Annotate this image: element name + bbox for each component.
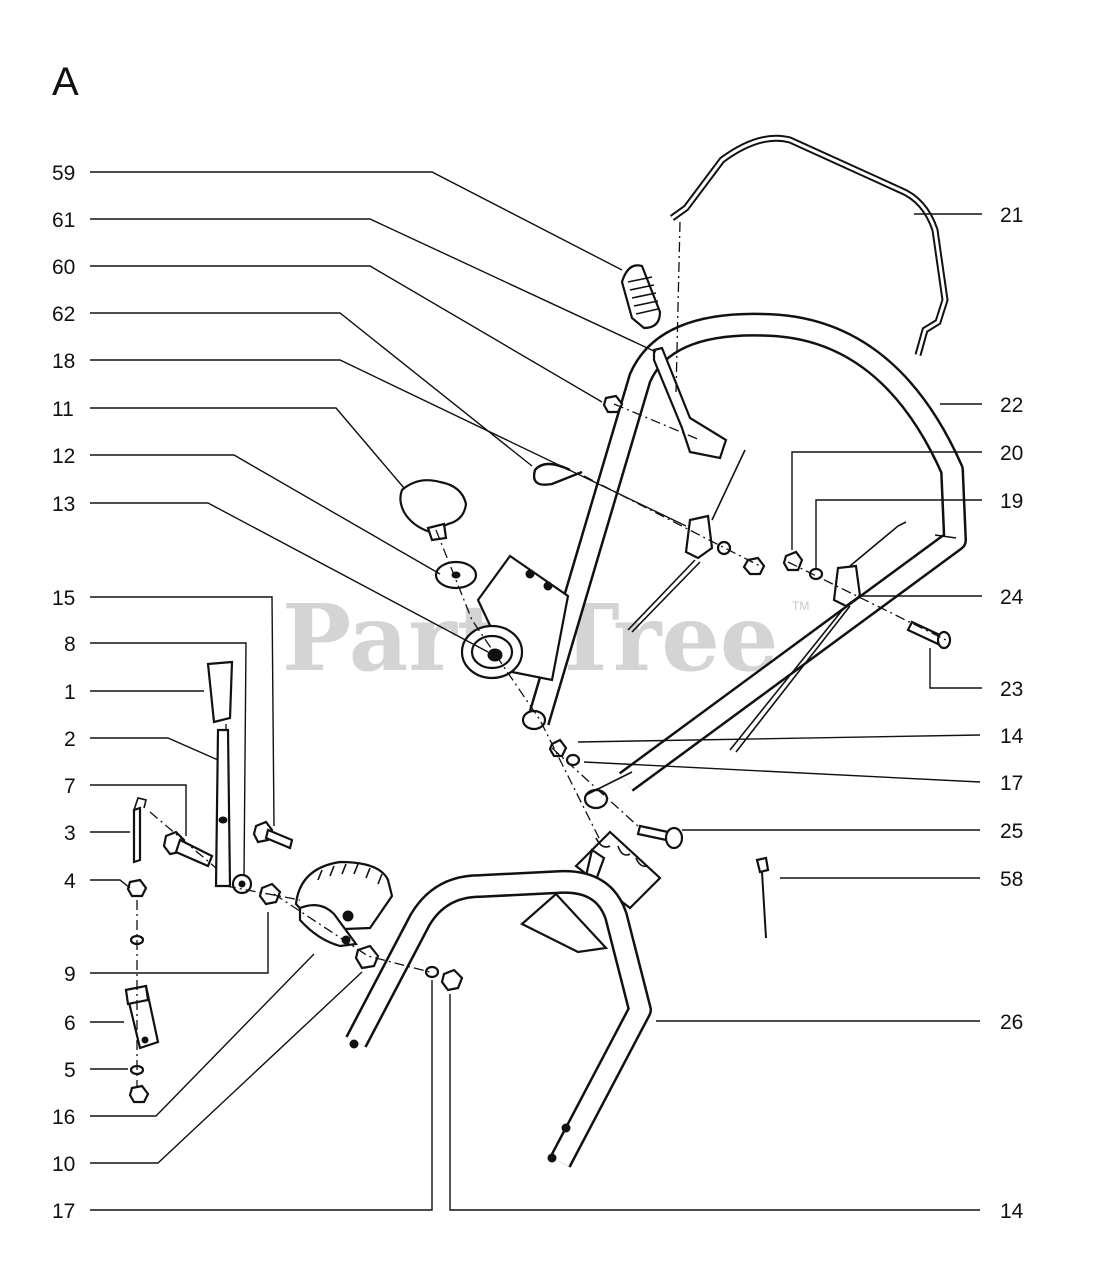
callout-58: 58: [1000, 868, 1023, 891]
part-1-grip: [206, 660, 234, 724]
part-17-washer: [424, 965, 440, 979]
part-13-mount-plate: [460, 554, 570, 682]
leader-2: [90, 737, 219, 761]
leader-18: [90, 359, 687, 527]
callout-61: 61: [52, 209, 75, 232]
part-16-quadrant: [294, 860, 394, 948]
leader-12: [90, 454, 441, 575]
callout-labels-right: 21 22 20 19 24 23 14 17 25 58 26 14: [1000, 204, 1024, 1223]
callout-8: 8: [64, 633, 76, 656]
leader-11: [90, 407, 405, 489]
part-6-bracket: [124, 984, 160, 1050]
callout-59: 59: [52, 162, 75, 185]
leader-7: [90, 784, 187, 836]
part-23-bolt: [906, 620, 952, 650]
callout-20: 20: [1000, 442, 1023, 465]
part-15-screw: [252, 820, 294, 850]
callout-22: 22: [1000, 394, 1023, 417]
part-58-cable-tie: [755, 856, 770, 939]
callout-10: 10: [52, 1153, 75, 1176]
leader-61: [90, 218, 657, 353]
part-2-rod: [214, 728, 232, 888]
callout-5: 5: [64, 1059, 76, 1082]
leader-62: [90, 312, 533, 467]
part-59-lever-knob: [620, 264, 662, 330]
callout-7: 7: [64, 775, 76, 798]
leader-9: [90, 912, 269, 974]
callout-6: 6: [64, 1012, 76, 1035]
part-8-washer: [231, 873, 253, 895]
part-7-bolt: [162, 830, 214, 868]
part-20-nut: [782, 550, 804, 572]
leader-lines: [90, 171, 982, 1211]
callout-2: 2: [64, 728, 76, 751]
shift-gate-plate: [520, 830, 662, 954]
part-18-hardware: [716, 540, 766, 576]
callout-labels-left: 59 61 60 62 18 11 12 13 15 8 1 2 7 3 4 9…: [52, 162, 76, 1223]
callout-62: 62: [52, 303, 75, 326]
part-60-nut: [602, 394, 624, 414]
callout-13: 13: [52, 493, 75, 516]
leader-14: [577, 734, 981, 743]
part-14-17-upper-hardware: [548, 738, 581, 767]
part-14-nut: [440, 968, 464, 992]
part-24-bracket: [729, 521, 907, 753]
section-label: A: [52, 60, 79, 104]
leader-14b: [449, 994, 980, 1211]
part-25-bolt: [636, 824, 684, 850]
callout-21: 21: [1000, 204, 1023, 227]
leader-13: [90, 502, 489, 653]
part-26-lower-handle: [345, 869, 652, 1168]
leader-59: [90, 171, 623, 271]
part-21-bail-wire: [669, 134, 949, 356]
part-19-washer: [808, 567, 824, 581]
leader-19: [815, 499, 982, 568]
callout-1: 1: [64, 681, 76, 704]
callout-23: 23: [1000, 678, 1023, 701]
callout-14: 14: [1000, 725, 1024, 748]
watermark-tm: TM: [792, 599, 809, 613]
part-62-clip: [532, 462, 583, 486]
callout-17-lower: 17: [52, 1200, 75, 1223]
callout-25: 25: [1000, 820, 1023, 843]
callout-16: 16: [52, 1106, 75, 1129]
callout-9: 9: [64, 963, 76, 986]
callout-18: 18: [52, 350, 75, 373]
part-12-washer: [434, 560, 478, 590]
part-5-nut: [128, 1064, 150, 1104]
leader-4: [90, 879, 131, 889]
callout-19: 19: [1000, 490, 1023, 513]
part-3-link-rod: [132, 797, 147, 864]
callout-4: 4: [64, 870, 76, 893]
part-22-upper-handle: [521, 312, 967, 810]
part-10-nut: [354, 944, 380, 970]
callout-14-lower: 14: [1000, 1200, 1024, 1223]
assembly-axis-lines: [136, 221, 947, 1086]
leader-16: [90, 953, 315, 1117]
part-11-star-knob: [399, 479, 468, 542]
callout-24: 24: [1000, 586, 1024, 609]
leader-17b: [90, 980, 433, 1211]
part-61-lever: [652, 346, 728, 460]
callout-11: 11: [52, 398, 74, 421]
leader-60: [90, 265, 603, 403]
leader-10: [90, 971, 363, 1164]
leader-17: [583, 761, 981, 783]
leader-8: [90, 642, 247, 877]
part-18-bracket: [627, 449, 746, 633]
callout-15: 15: [52, 587, 75, 610]
callout-12: 12: [52, 445, 75, 468]
leader-15: [90, 596, 275, 827]
leader-20: [791, 451, 982, 550]
callout-17: 17: [1000, 772, 1023, 795]
callout-60: 60: [52, 256, 75, 279]
leader-23: [929, 648, 982, 689]
callout-3: 3: [64, 822, 76, 845]
callout-26: 26: [1000, 1011, 1023, 1034]
